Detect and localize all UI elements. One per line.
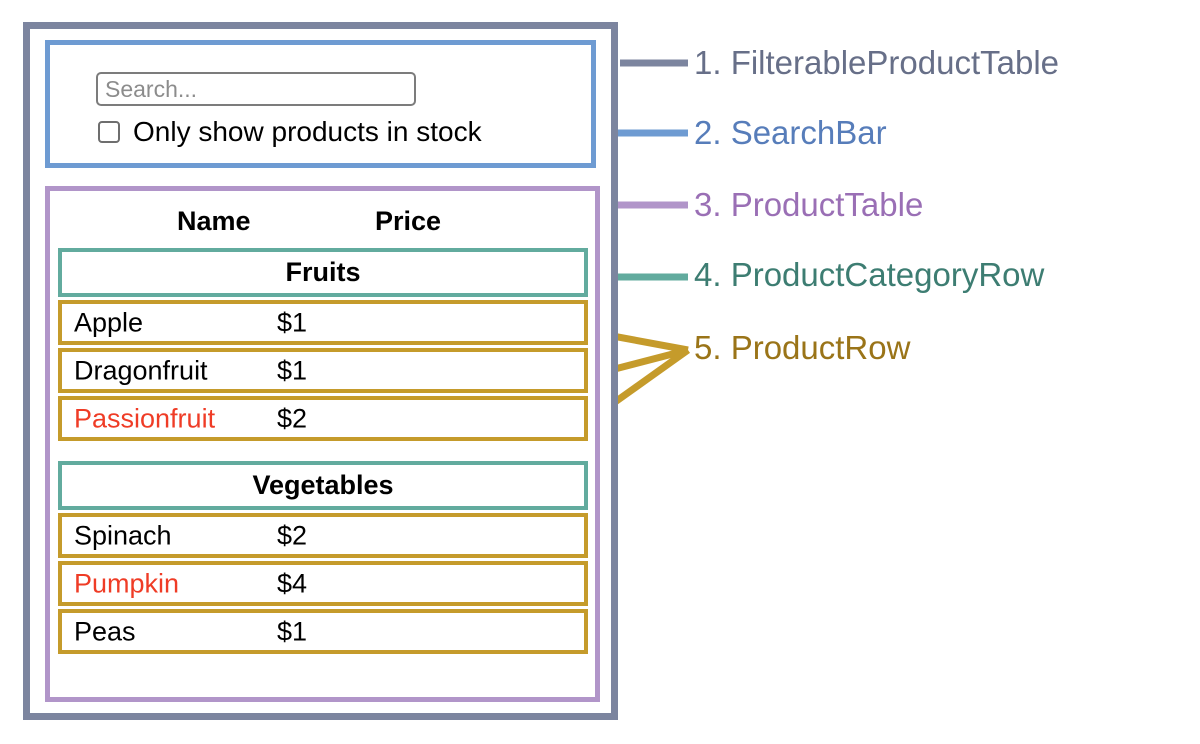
legend-item-filterable-product-table: 1. FilterableProductTable xyxy=(694,44,1060,81)
legend-item-search-bar: 2. SearchBar xyxy=(694,114,887,151)
product-name: Apple xyxy=(74,307,144,337)
product-price: $1 xyxy=(277,355,308,385)
product-name-out-of-stock: Pumpkin xyxy=(74,568,180,598)
product-price: $4 xyxy=(277,568,308,598)
column-header-name: Name xyxy=(177,205,251,236)
product-category-row: Vegetables xyxy=(58,461,588,510)
product-row: Dragonfruit $1 xyxy=(58,348,588,393)
legend-item-product-category-row: 4. ProductCategoryRow xyxy=(694,256,1045,293)
product-price: $2 xyxy=(277,520,308,550)
only-in-stock-label: Only show products in stock xyxy=(133,116,482,147)
product-price: $2 xyxy=(277,403,308,433)
product-row: Peas $1 xyxy=(58,609,588,654)
product-name: Dragonfruit xyxy=(74,355,208,385)
product-name: Spinach xyxy=(74,520,172,550)
search-input-placeholder: Search... xyxy=(105,75,198,102)
product-price: $1 xyxy=(277,616,308,646)
product-category-label: Fruits xyxy=(285,257,361,287)
product-category-row: Fruits xyxy=(58,248,588,297)
column-header-price: Price xyxy=(375,205,442,236)
product-name: Peas xyxy=(74,616,136,646)
only-in-stock-row[interactable]: Only show products in stock xyxy=(98,118,482,146)
product-row: Pumpkin $4 xyxy=(58,561,588,606)
product-table: Name Price Fruits Apple $1 Dragonfruit $… xyxy=(45,186,600,702)
product-name-out-of-stock: Passionfruit xyxy=(74,403,216,433)
product-row: Apple $1 xyxy=(58,300,588,345)
product-category-label: Vegetables xyxy=(252,470,394,500)
legend-item-product-table: 3. ProductTable xyxy=(694,186,924,223)
product-price: $1 xyxy=(277,307,308,337)
table-body: Fruits Apple $1 Dragonfruit $1 Passionfr… xyxy=(58,248,588,657)
product-row: Passionfruit $2 xyxy=(58,396,588,441)
search-input[interactable]: Search... xyxy=(96,72,416,106)
search-bar: Search... Only show products in stock xyxy=(45,40,596,168)
product-row: Spinach $2 xyxy=(58,513,588,558)
legend-item-product-row: 5. ProductRow xyxy=(694,329,911,366)
table-header-row: Name Price xyxy=(50,199,595,243)
group-spacer xyxy=(58,444,588,461)
only-in-stock-checkbox[interactable] xyxy=(98,121,120,143)
